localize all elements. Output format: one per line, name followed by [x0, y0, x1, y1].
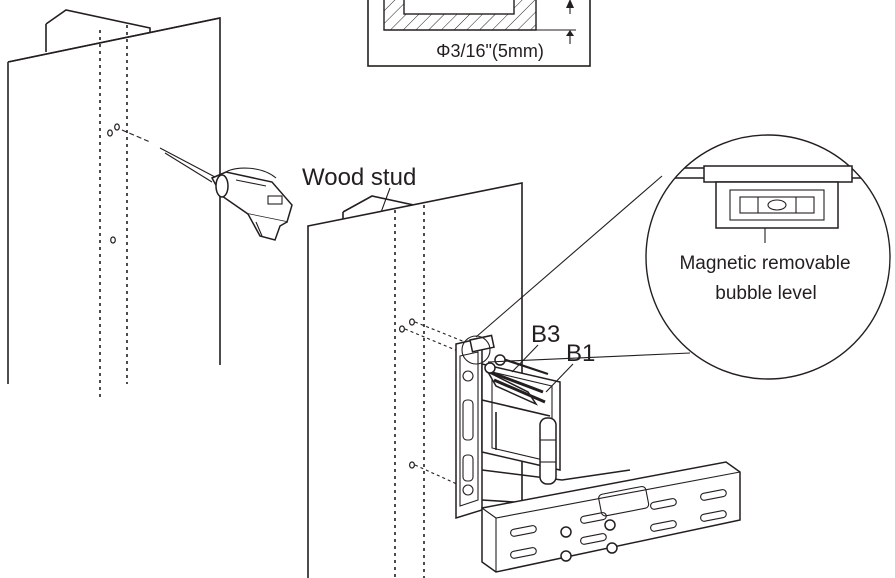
- pilot-hole: [114, 123, 120, 131]
- callouts: B3 B1: [511, 321, 595, 393]
- wood-stud-label: Wood stud: [302, 164, 416, 191]
- pilot-hole: [110, 236, 116, 244]
- drill-size-label: Φ3/16"(5mm): [436, 41, 544, 61]
- callout-b1: B1: [566, 340, 595, 367]
- bubble-level-icon: [703, 165, 853, 243]
- mount-assembly: [455, 334, 741, 573]
- level-label-line2: bubble level: [715, 283, 816, 304]
- callout-b3: B3: [531, 321, 560, 348]
- level-magnifier: Magnetic removable bubble level: [475, 134, 891, 380]
- power-drill-icon: [210, 167, 293, 241]
- left-wall-panel: [7, 9, 293, 400]
- pilot-hole: [107, 129, 113, 137]
- drill-depth-detail: Φ3/16"(5mm): [367, 0, 591, 67]
- level-label-line1: Magnetic removable: [679, 253, 850, 274]
